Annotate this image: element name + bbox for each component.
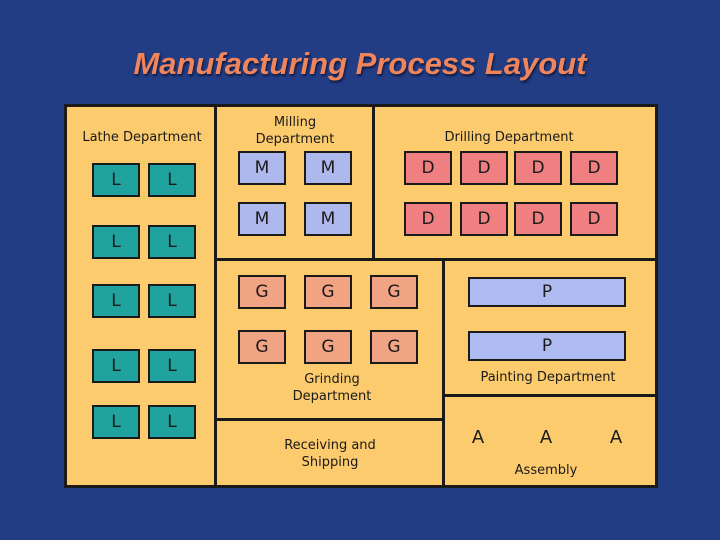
- milling-machine: M: [238, 151, 286, 185]
- lathe-machine: L: [148, 284, 196, 318]
- lathe-department-wall: [214, 104, 217, 488]
- drilling-machine: D: [570, 202, 618, 236]
- lathe-machine: L: [92, 225, 140, 259]
- lathe-machine: L: [92, 284, 140, 318]
- lathe-machine: L: [148, 163, 196, 197]
- milling-department-label: Milling Department: [255, 115, 335, 147]
- lathe-machine: L: [148, 405, 196, 439]
- drilling-department-label: Drilling Department: [444, 130, 574, 145]
- lathe-machine: L: [92, 163, 140, 197]
- painting-department-label: Painting Department: [480, 370, 616, 385]
- grinding-machine: G: [370, 330, 418, 364]
- milling-machine: M: [238, 202, 286, 236]
- painting-assembly-wall: [442, 394, 658, 397]
- milling-drilling-wall: [372, 104, 375, 260]
- drilling-machine: D: [514, 202, 562, 236]
- grinding-department-label: Grinding Department: [292, 372, 372, 404]
- assembly-station: A: [539, 426, 553, 448]
- grinding-receiving-wall: [214, 418, 444, 421]
- drilling-machine: D: [404, 202, 452, 236]
- grinding-machine: G: [304, 275, 352, 309]
- lathe-machine: L: [92, 405, 140, 439]
- drilling-machine: D: [514, 151, 562, 185]
- page-title: Manufacturing Process Layout: [133, 46, 587, 81]
- upper-section-wall: [214, 258, 658, 261]
- assembly-station: A: [471, 426, 485, 448]
- drilling-machine: D: [570, 151, 618, 185]
- receiving-shipping-label: Receiving and Shipping: [284, 438, 376, 470]
- grinding-machine: G: [238, 275, 286, 309]
- painting-line: P: [468, 277, 626, 307]
- assembly-station: A: [609, 426, 623, 448]
- milling-machine: M: [304, 151, 352, 185]
- painting-line: P: [468, 331, 626, 361]
- grinding-painting-wall: [442, 258, 445, 488]
- drilling-machine: D: [404, 151, 452, 185]
- lathe-machine: L: [92, 349, 140, 383]
- lathe-department-label: Lathe Department: [82, 130, 202, 145]
- lathe-machine: L: [148, 349, 196, 383]
- grinding-machine: G: [238, 330, 286, 364]
- drilling-machine: D: [460, 151, 508, 185]
- assembly-department-label: Assembly: [514, 463, 578, 478]
- drilling-machine: D: [460, 202, 508, 236]
- grinding-machine: G: [304, 330, 352, 364]
- lathe-machine: L: [148, 225, 196, 259]
- grinding-machine: G: [370, 275, 418, 309]
- milling-machine: M: [304, 202, 352, 236]
